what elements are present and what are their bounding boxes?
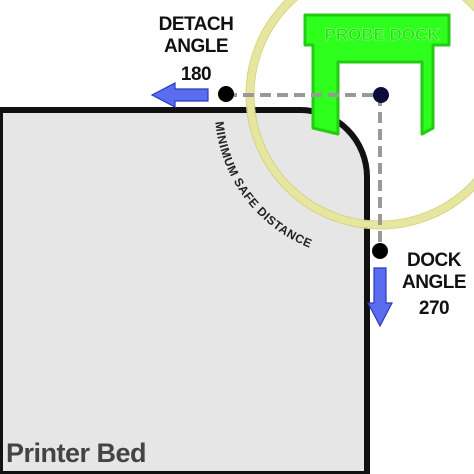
- detach-title-line1: DETACH: [158, 14, 234, 35]
- probe-dock-label: PROBE DOCK: [324, 25, 440, 44]
- detach-angle-label: DETACH ANGLE 180: [150, 14, 242, 86]
- dock-arrow-down: [367, 267, 393, 328]
- printer-bed: [0, 107, 370, 474]
- dock-center-point: [373, 87, 389, 103]
- detach-angle-value: 180: [180, 64, 212, 85]
- dock-title-line1: DOCK: [407, 250, 461, 271]
- detach-title-line2: ANGLE: [164, 36, 229, 57]
- detach-arrow-left: [150, 82, 209, 108]
- detach-point: [218, 86, 234, 102]
- dock-angle-label: DOCK ANGLE 270: [396, 250, 472, 320]
- dock-title-line2: ANGLE: [402, 272, 467, 293]
- probe-dock: [303, 13, 451, 136]
- dock-angle-value: 270: [418, 298, 450, 319]
- printer-bed-label: Printer Bed: [6, 438, 147, 468]
- dock-point: [372, 243, 388, 259]
